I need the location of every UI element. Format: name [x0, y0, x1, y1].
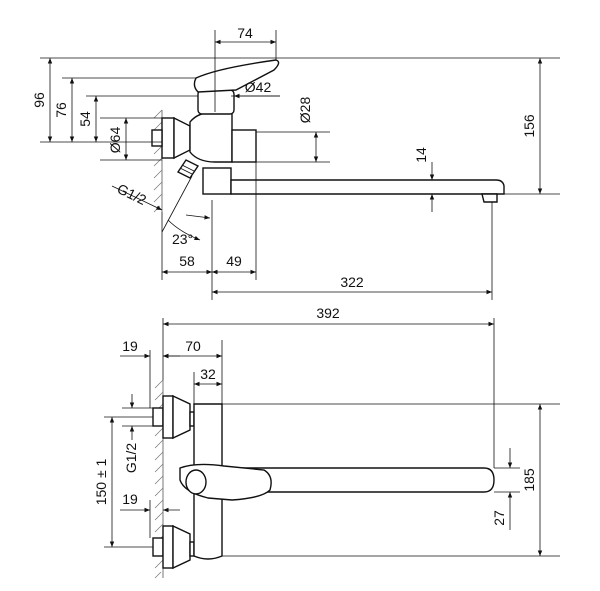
dim-diameter-64: Ø64 — [107, 127, 123, 154]
dim-156: 156 — [521, 114, 537, 138]
dim-49: 49 — [226, 253, 242, 269]
dim-27: 27 — [491, 510, 507, 526]
dim-150-tolerance: 150 ± 1 — [93, 458, 109, 505]
dim-19-top: 19 — [122, 338, 138, 354]
faucet-side-outline — [151, 59, 505, 203]
dim-392: 392 — [316, 305, 340, 321]
wall-hatch-top — [153, 109, 163, 213]
dim-32: 32 — [200, 366, 216, 382]
dim-angle-23: 23° — [172, 231, 193, 247]
dim-19-bottom: 19 — [122, 491, 138, 507]
side-view: 74 96 76 54 Ø64 Ø42 Ø28 156 14 G1/2 — [31, 25, 560, 300]
dim-14: 14 — [413, 147, 429, 163]
faucet-front-outline — [152, 394, 495, 570]
dim-g12-side: G1/2 — [115, 180, 149, 208]
front-view: 392 19 70 32 G1/2 150 ± 1 19 185 27 — [93, 305, 560, 579]
dim-diameter-42: Ø42 — [245, 79, 272, 95]
dim-322: 322 — [340, 274, 364, 290]
dim-96: 96 — [31, 92, 47, 108]
dim-74: 74 — [237, 25, 253, 41]
dim-54: 54 — [77, 111, 93, 127]
dim-185: 185 — [521, 468, 537, 492]
dim-58: 58 — [179, 253, 195, 269]
dim-g12-front: G1/2 — [123, 443, 139, 474]
dim-diameter-28: Ø28 — [297, 97, 313, 124]
dim-76: 76 — [53, 102, 69, 118]
dim-70: 70 — [185, 338, 201, 354]
